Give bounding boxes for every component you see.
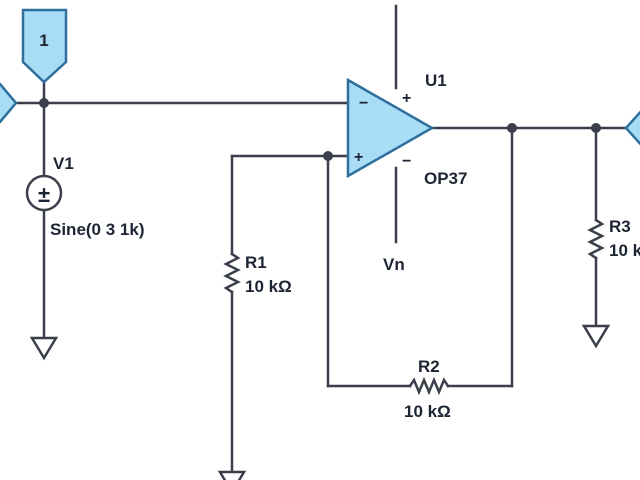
output-port[interactable] (624, 108, 640, 148)
resistor-r1[interactable] (223, 252, 241, 294)
source-value-label: Sine(0 3 1k) (50, 220, 145, 239)
ground-r1 (217, 470, 247, 480)
opamp-ref-label: U1 (425, 71, 447, 90)
voltage-source-symbol: ± (38, 182, 50, 207)
input-port-1-label: 1 (39, 31, 48, 50)
input-port-1[interactable] (21, 8, 68, 84)
resistor-r2[interactable] (408, 376, 450, 396)
opamp-u1-symbol[interactable] (346, 77, 435, 179)
r1-ref-label: R1 (245, 253, 267, 272)
ground-source (29, 336, 59, 361)
opamp-supply-pos-sign: + (402, 90, 411, 107)
r1-value-label: 10 kΩ (245, 277, 292, 296)
resistor-r3[interactable] (587, 218, 605, 260)
r2-value-label: 10 kΩ (404, 402, 451, 421)
r2-ref-label: R2 (418, 357, 440, 376)
source-ref-label: V1 (53, 154, 74, 173)
left-edge-port[interactable] (0, 82, 18, 124)
junction-input (39, 98, 49, 108)
junction-output-fb (507, 123, 517, 133)
opamp-noninv-sign: + (354, 149, 363, 166)
junction-output-r3 (591, 123, 601, 133)
opamp-inv-sign: − (359, 95, 368, 112)
junction-noninv (323, 151, 333, 161)
r3-value-label: 10 kΩ (609, 241, 640, 260)
r3-ref-label: R3 (609, 217, 631, 236)
neg-supply-label: Vn (383, 255, 405, 274)
voltage-source-v1[interactable] (25, 174, 63, 212)
opamp-model-label: OP37 (424, 169, 467, 188)
ground-r3 (581, 324, 611, 349)
opamp-supply-neg-sign: − (402, 153, 411, 170)
